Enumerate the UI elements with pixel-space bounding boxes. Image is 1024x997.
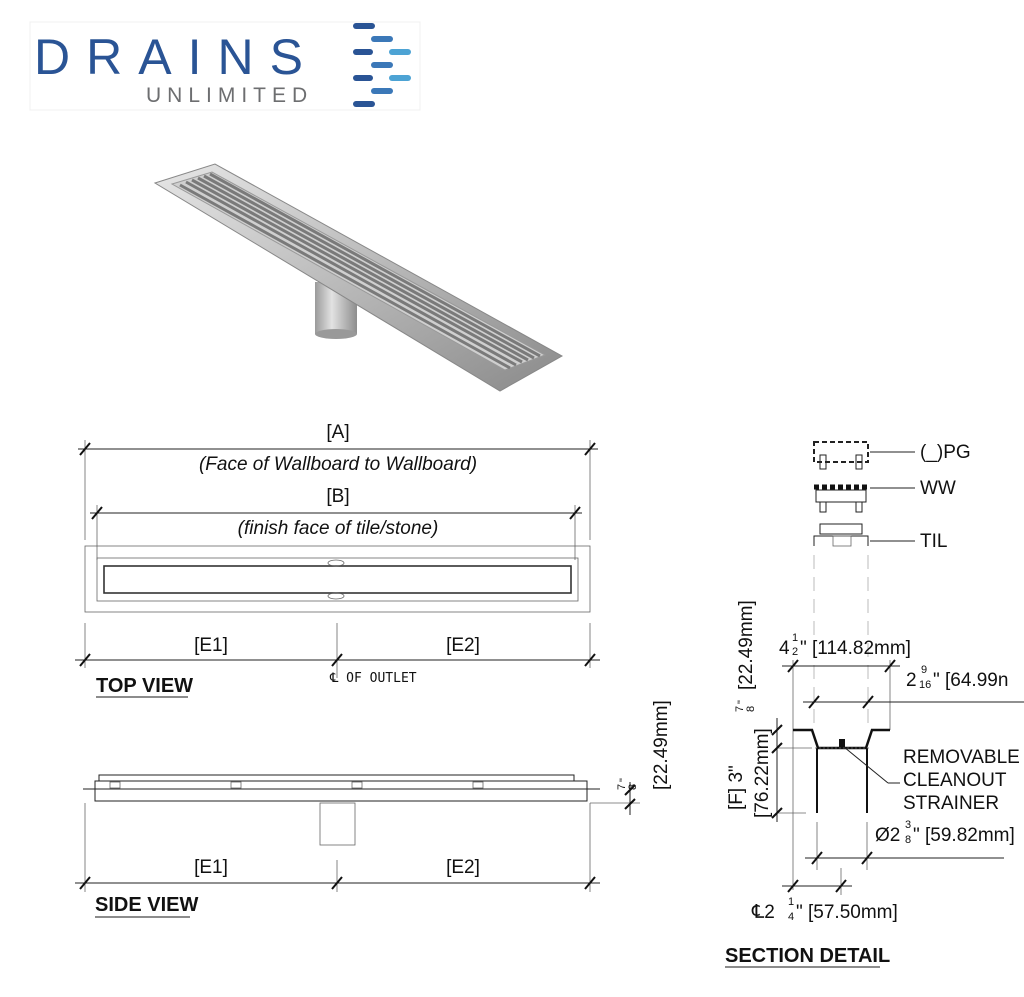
svg-text:8: 8 [905,834,911,846]
centerline-dimension: ℄2 1 4 " [57.50mm] [751,896,898,923]
top-e2-label: [E2] [446,635,480,656]
svg-text:8: 8 [627,784,639,790]
section-f-height-dimension: [F] 3" [76.22mm] [726,728,773,818]
svg-text:Ø2: Ø2 [875,825,900,846]
logo-subtitle: UNLIMITED [146,84,313,107]
side-view: [E1] [E2] SIDE VIEW 7 8 " [22.49mm] [75,700,672,918]
side-view-title: SIDE VIEW [95,894,198,916]
outer-width-dimension: 4 1 2 " [114.82mm] [779,632,911,659]
grate-option-til [813,523,869,547]
dimension-b-note: (finish face of tile/stone) [238,518,439,539]
grate-label-pg: (_)PG [920,442,971,463]
section-detail-title: SECTION DETAIL [725,945,890,967]
grate-option-pg [813,441,869,470]
svg-text:" [114.82mm]: " [114.82mm] [800,638,911,659]
svg-text:2: 2 [906,670,917,691]
svg-text:1: 1 [792,632,798,644]
outlet-diameter-dimension: Ø2 3 8 " [59.82mm] [875,819,1015,846]
svg-text:": " [618,778,630,782]
top-e1-label: [E1] [194,635,228,656]
svg-text:8: 8 [745,706,757,712]
svg-text:[76.22mm]: [76.22mm] [752,728,773,818]
top-view: [E1] [E2] ℄ OF OUTLET TOP VIEW [75,545,600,698]
svg-text:9: 9 [921,664,927,676]
side-height-dimension: 7 8 " [22.49mm] [616,700,672,790]
outlet-centerline-note: ℄ OF OUTLET [329,671,417,686]
svg-text:3: 3 [905,819,911,831]
svg-text:2: 2 [792,646,798,658]
svg-text:16: 16 [919,679,931,691]
svg-text:" [57.50mm]: " [57.50mm] [796,902,898,923]
svg-text:[22.49mm]: [22.49mm] [736,600,757,690]
strainer-note-line-1: REMOVABLE [903,747,1020,768]
svg-text:" [59.82mm]: " [59.82mm] [913,825,1015,846]
svg-text:[22.49mm]: [22.49mm] [651,700,672,790]
svg-text:7: 7 [616,784,628,790]
logo-bars-icon [353,23,411,107]
side-e1-label: [E1] [194,857,228,878]
svg-text:℄2: ℄2 [751,902,775,923]
top-view-title: TOP VIEW [96,675,193,697]
dimension-a-note: (Face of Wallboard to Wallboard) [199,454,477,475]
overall-dimensions: [A] (Face of Wallboard to Wallboard) [B]… [78,422,598,560]
svg-text:1: 1 [788,896,794,908]
svg-text:4: 4 [788,911,794,923]
strainer-note-line-2: CLEANOUT [903,770,1007,791]
drain-product-render [153,163,564,392]
svg-text:4: 4 [779,638,790,659]
dimension-a-label: [A] [326,422,349,443]
strainer-note-line-3: STRAINER [903,793,999,814]
dimension-b-label: [B] [326,486,349,507]
side-e2-label: [E2] [446,857,480,878]
drains-unlimited-logo: DRAINS UNLIMITED [29,21,421,111]
grate-label-til: TIL [920,531,947,552]
grate-option-ww [814,484,868,513]
section-detail: (_)PG WW TIL 4 1 2 " [114.82mm] 2 9 16 "… [725,441,1024,968]
section-top-height-dimension: 7 8 " [22.49mm] [734,600,757,712]
strainer-handle-icon [839,739,845,747]
svg-text:[F] 3": [F] 3" [726,765,747,810]
svg-text:": " [736,700,748,704]
grate-label-ww: WW [920,478,956,499]
svg-text:" [64.99n: " [64.99n [933,670,1008,691]
logo-brand: DRAINS [34,29,319,85]
svg-text:7: 7 [734,706,746,712]
inner-width-dimension: 2 9 16 " [64.99n [906,664,1008,691]
